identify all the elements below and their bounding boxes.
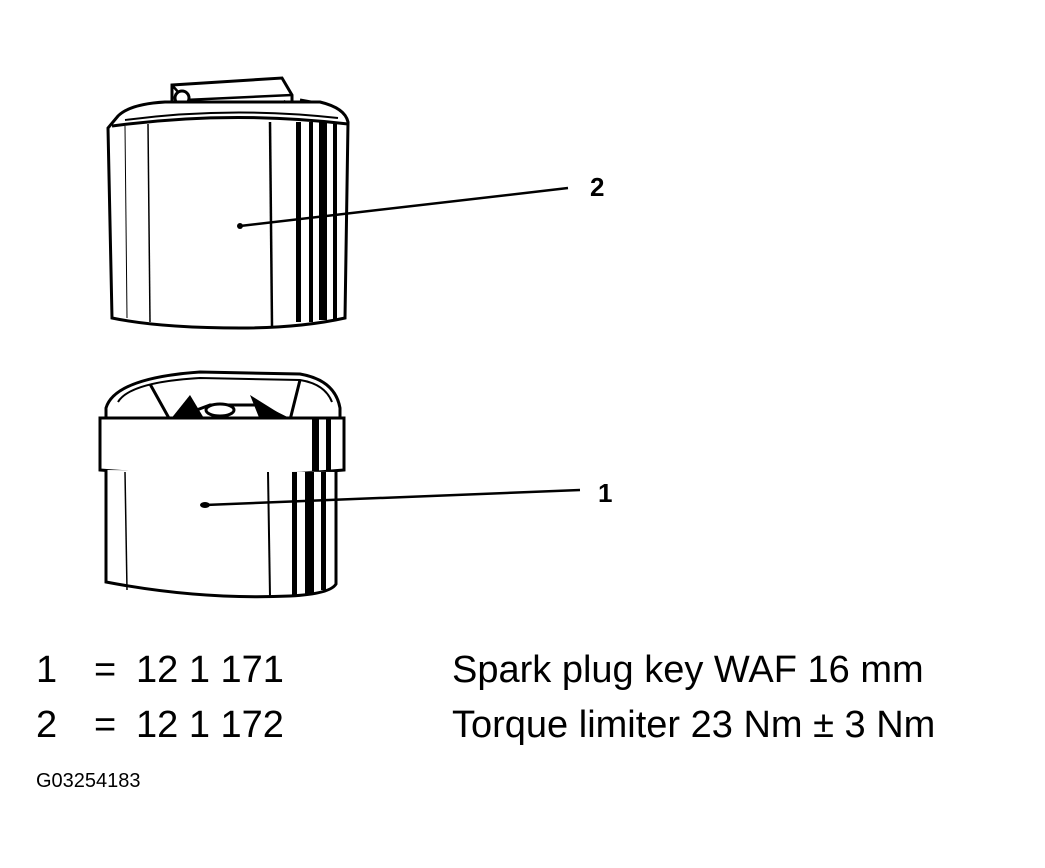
legend-part-number: 12 1 172 — [136, 704, 284, 746]
legend-equals: = — [94, 649, 117, 691]
callout-label-2: 2 — [590, 172, 604, 202]
figure-id: G03254183 — [36, 770, 141, 792]
legend-description: Spark plug key WAF 16 mm — [452, 649, 924, 691]
legend-part-number: 12 1 171 — [136, 649, 284, 691]
callout-label-1: 1 — [598, 478, 612, 508]
legend-description: Torque limiter 23 Nm ± 3 Nm — [452, 704, 936, 746]
torque-limiter-drawing — [106, 76, 569, 330]
legend-number: 2 — [36, 704, 58, 746]
legend-number: 1 — [36, 649, 58, 691]
legend-equals: = — [94, 704, 117, 746]
spark-plug-key-drawing — [98, 370, 581, 599]
tool-illustration: 2 1 — [98, 76, 612, 599]
